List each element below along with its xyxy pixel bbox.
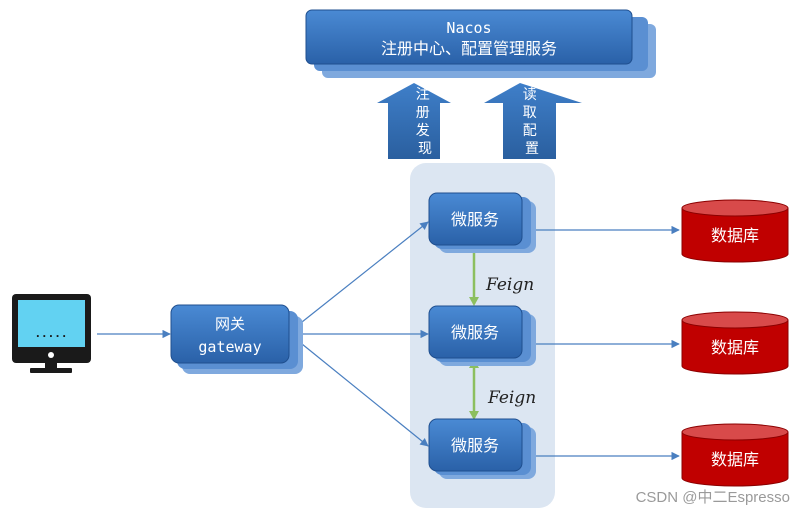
database-3: 数据库 [681, 423, 789, 487]
register-char-3: 发 [416, 123, 430, 139]
watermark: CSDN @中二Espresso [636, 489, 790, 506]
gateway-to-service-1-line [301, 221, 429, 323]
register-char-2: 册 [416, 105, 430, 121]
gateway-title: 网关 [215, 315, 245, 333]
nacos-box: Nacos 注册中心、配置管理服务 [305, 9, 656, 78]
database-3-label: 数据库 [711, 450, 759, 469]
feign-label-2: Feign [487, 388, 536, 408]
microservice-1-label: 微服务 [451, 210, 499, 229]
client-monitor-icon: ..... [12, 294, 91, 373]
microservice-2-label: 微服务 [451, 323, 499, 342]
database-1-label: 数据库 [711, 226, 759, 245]
database-1: 数据库 [681, 199, 789, 263]
gateway-subtitle: gateway [198, 338, 261, 356]
register-discovery-arrow: 注 册 发 现 [377, 83, 451, 159]
read-config-char-4: 置 [525, 141, 539, 157]
register-char-1: 注 [416, 87, 430, 103]
nacos-title: Nacos [446, 19, 491, 37]
svg-text:注 册 发 现: 注 册 发 现 [416, 87, 434, 157]
database-2: 数据库 [681, 311, 789, 375]
screen-dots: ..... [34, 327, 67, 340]
read-config-char-3: 配 [523, 123, 537, 139]
svg-text:读 取 配 置: 读 取 配 置 [523, 86, 541, 157]
nacos-subtitle: 注册中心、配置管理服务 [381, 39, 557, 58]
register-char-4: 现 [418, 141, 432, 157]
read-config-char-2: 取 [523, 105, 537, 121]
feign-label-1: Feign [485, 275, 534, 295]
gateway-box: 网关 gateway [170, 304, 303, 374]
microservice-3-label: 微服务 [451, 436, 499, 455]
database-2-label: 数据库 [711, 338, 759, 357]
read-config-char-1: 读 [523, 86, 537, 103]
read-config-arrow: 读 取 配 置 [484, 83, 582, 159]
microservice-3: 微服务 [428, 418, 536, 479]
connections [97, 221, 680, 461]
microservice-1: 微服务 [428, 192, 536, 253]
microservice-2: 微服务 [428, 305, 536, 366]
gateway-to-service-3-line [301, 343, 429, 447]
